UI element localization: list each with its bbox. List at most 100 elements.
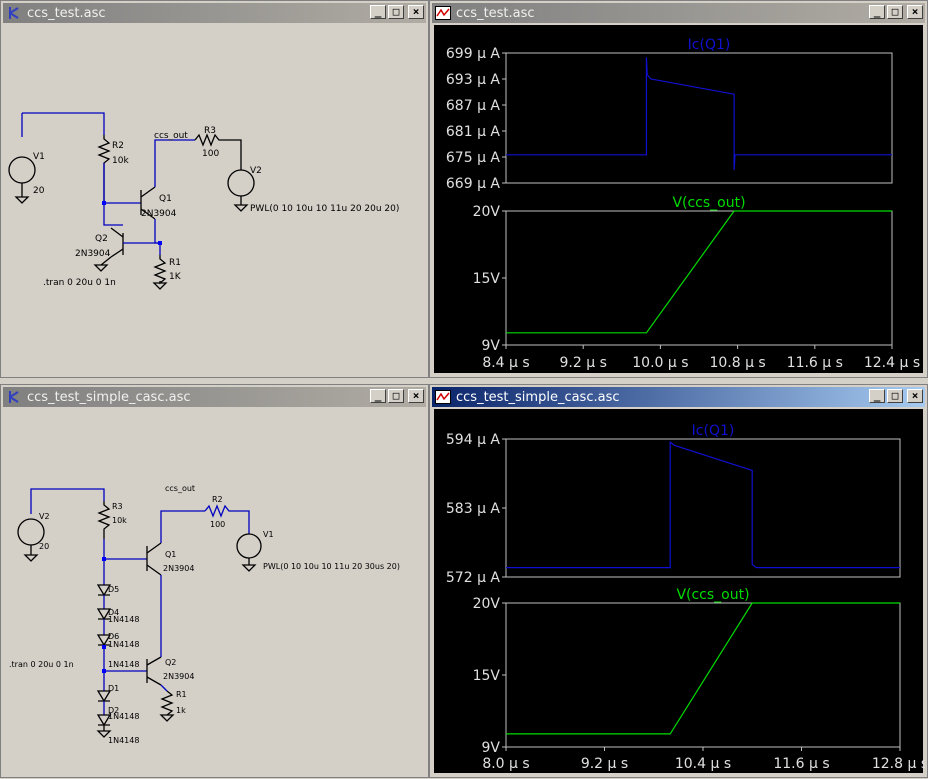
schematic-window-1[interactable]: ccs_test.asc _ □ × <box>0 0 429 378</box>
window-title: ccs_test.asc <box>456 5 535 21</box>
y-tick-label: 572 µ A <box>446 570 501 586</box>
x-tick-label: 9.2 µ s <box>581 756 628 772</box>
titlebar-plot-2[interactable]: ccs_test_simple_casc.asc _ □ × <box>432 387 925 407</box>
label-r2-value: 10k <box>112 156 129 166</box>
label-net-ccs-out: ccs_out <box>154 131 188 141</box>
window-title: ccs_test_simple_casc.asc <box>456 389 620 405</box>
label-r2-value: 100 <box>210 520 225 529</box>
close-button[interactable]: × <box>907 389 923 403</box>
y-tick-label: 9V <box>482 338 501 354</box>
label-d5: D5 <box>108 585 119 594</box>
maximize-button[interactable]: □ <box>887 5 903 19</box>
maximize-button[interactable]: □ <box>887 389 903 403</box>
label-d4-model: 1N4148 <box>108 615 139 624</box>
y-tick-label: 699 µ A <box>446 46 501 62</box>
label-r1-value: 1k <box>176 706 186 715</box>
label-v2-value: 20 <box>39 542 49 551</box>
junction-dot <box>158 241 162 245</box>
junction-dot <box>102 557 106 561</box>
close-button[interactable]: × <box>408 5 424 19</box>
junction-dot <box>102 669 106 673</box>
schematic-app-icon[interactable] <box>5 389 23 405</box>
x-tick-label: 11.6 µ s <box>773 756 829 772</box>
schematic-window-2[interactable]: ccs_test_simple_casc.asc _ □ × <box>0 384 429 778</box>
waveform-app-icon[interactable] <box>434 5 452 21</box>
plot-pane-frame <box>505 438 901 578</box>
label-r2: R2 <box>212 495 223 504</box>
schematic-drawing-1[interactable]: V1 20 R2 10k ccs_out R3 100 V2 PWL(0 10 … <box>5 25 426 375</box>
titlebar-plot-1[interactable]: ccs_test.asc _ □ × <box>432 3 925 23</box>
y-tick-label: 675 µ A <box>446 150 501 166</box>
trace-title: V(ccs_out) <box>672 195 745 211</box>
x-tick-label: 12.4 µ s <box>864 355 920 371</box>
close-button[interactable]: × <box>907 5 923 19</box>
y-tick-label: 9V <box>482 740 501 756</box>
label-q1-model: 2N3904 <box>163 564 194 573</box>
y-tick-label: 583 µ A <box>446 501 501 517</box>
spice-directive: .tran 0 20u 0 1n <box>43 278 116 288</box>
titlebar-schematic-1[interactable]: ccs_test.asc _ □ × <box>3 3 426 23</box>
y-tick-label: 669 µ A <box>446 176 501 192</box>
label-r1: R1 <box>169 258 181 268</box>
label-q2: Q2 <box>95 234 108 244</box>
minimize-button[interactable]: _ <box>370 5 386 19</box>
label-q1: Q1 <box>165 550 176 559</box>
minimize-button[interactable]: _ <box>869 5 885 19</box>
label-r1-value: 1K <box>169 272 182 282</box>
label-q2-model: 2N3904 <box>163 672 194 681</box>
label-r3-value: 10k <box>112 516 127 525</box>
label-net-ccs-out: ccs_out <box>165 484 195 493</box>
y-tick-label: 594 µ A <box>446 432 501 448</box>
label-d1: D1 <box>108 684 119 693</box>
plot-pane-frame <box>505 210 893 346</box>
trace-line <box>506 57 892 171</box>
trace-title: V(ccs_out) <box>676 587 749 603</box>
schematic-canvas-1[interactable]: V1 20 R2 10k ccs_out R3 100 V2 PWL(0 10 … <box>5 25 424 373</box>
x-tick-label: 10.8 µ s <box>709 355 765 371</box>
label-v2: V2 <box>39 512 50 521</box>
x-tick-label: 11.6 µ s <box>787 355 843 371</box>
x-tick-label: 9.2 µ s <box>560 355 607 371</box>
trace-line <box>506 602 900 735</box>
maximize-button[interactable]: □ <box>388 5 404 19</box>
junction-dot <box>102 201 106 205</box>
label-v1-value: 20 <box>33 186 45 196</box>
close-button[interactable]: × <box>408 389 424 403</box>
schematic-canvas-2[interactable]: V2 20 R3 10k ccs_out R2 100 V1 PWL(0 10 … <box>5 409 424 773</box>
y-tick-label: 15V <box>473 668 501 684</box>
x-tick-label: 8.0 µ s <box>482 756 529 772</box>
maximize-button[interactable]: □ <box>388 389 404 403</box>
x-tick-label: 8.4 µ s <box>482 355 529 371</box>
y-tick-label: 693 µ A <box>446 72 501 88</box>
waveform-app-icon[interactable] <box>434 389 452 405</box>
label-r3-value: 100 <box>202 149 219 159</box>
minimize-button[interactable]: _ <box>869 389 885 403</box>
plot-window-2[interactable]: ccs_test_simple_casc.asc _ □ × Ic(Q1)594… <box>429 384 928 778</box>
label-d6-model: 1N4148 <box>108 640 139 649</box>
y-tick-label: 687 µ A <box>446 98 501 114</box>
x-tick-label: 10.0 µ s <box>632 355 688 371</box>
label-d2: D2 <box>108 706 119 715</box>
schematic-drawing-2[interactable]: V2 20 R3 10k ccs_out R2 100 V1 PWL(0 10 … <box>5 409 426 775</box>
titlebar-schematic-2[interactable]: ccs_test_simple_casc.asc _ □ × <box>3 387 426 407</box>
trace-line <box>506 440 900 569</box>
label-v2: V2 <box>250 166 262 176</box>
spice-directive: .tran 0 20u 0 1n <box>9 660 74 669</box>
minimize-button[interactable]: _ <box>370 389 386 403</box>
label-r3: R3 <box>204 126 216 136</box>
v1-source-symbol <box>8 156 36 184</box>
label-d2-model: 1N4148 <box>108 736 139 745</box>
x-tick-label: 12.8 µ s <box>872 756 925 772</box>
schematic-app-icon[interactable] <box>5 5 23 21</box>
y-tick-label: 15V <box>473 271 501 287</box>
label-r2: R2 <box>112 141 124 151</box>
label-q1-model: 2N3904 <box>141 209 177 219</box>
y-tick-label: 681 µ A <box>446 124 501 140</box>
junction-dot <box>102 645 106 649</box>
label-d6: D6 <box>108 632 119 641</box>
